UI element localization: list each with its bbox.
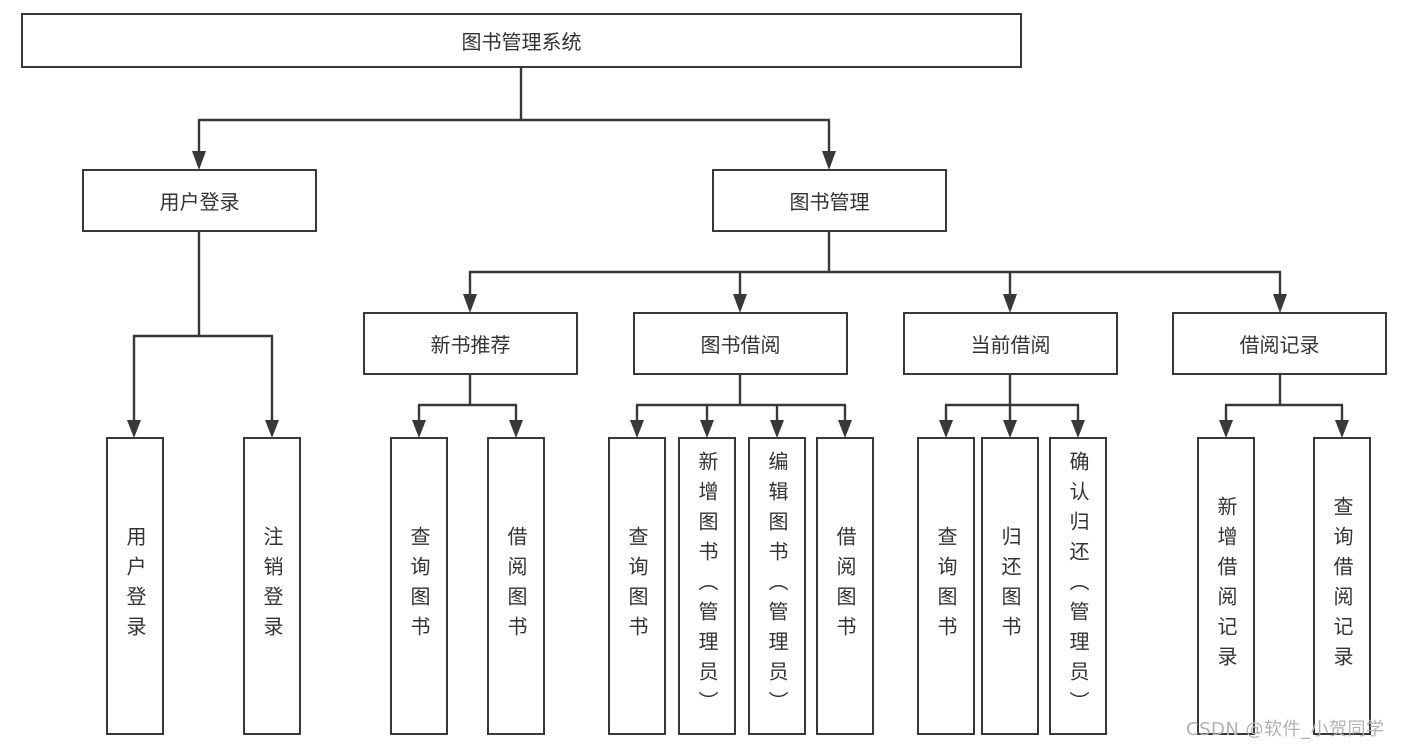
leaf-logout: 注销登录 <box>243 437 301 735</box>
leaf-query-books-current: 查询图书 <box>917 437 975 735</box>
connector-current-borrow-children <box>939 375 1085 438</box>
leaf-query-books-borrow-label: 查询图书 <box>625 526 649 646</box>
node-current-borrow: 当前借阅 <box>903 312 1118 375</box>
node-library-system: 图书管理系统 <box>21 13 1022 68</box>
leaf-edit-book-admin-label: 编辑图书（管理员） <box>765 451 789 721</box>
leaf-borrow-books-label: 借阅图书 <box>833 526 857 646</box>
leaf-confirm-return-admin: 确认归还（管理员） <box>1049 437 1107 735</box>
watermark: CSDN @软件_小贺同学 <box>1186 719 1385 740</box>
leaf-add-book-admin: 新增图书（管理员） <box>678 437 736 735</box>
leaf-query-books-current-label: 查询图书 <box>934 526 958 646</box>
connector-borrow-records-children <box>1219 375 1349 438</box>
connector-user-login-children <box>127 232 279 438</box>
leaf-query-books-borrow: 查询图书 <box>608 437 666 735</box>
node-book-borrow: 图书借阅 <box>633 312 848 375</box>
leaf-borrow-books: 借阅图书 <box>816 437 874 735</box>
node-user-login: 用户登录 <box>82 169 317 232</box>
leaf-query-books-recommend: 查询图书 <box>390 437 448 735</box>
leaf-borrow-books-recommend: 借阅图书 <box>487 437 545 735</box>
node-borrow-records: 借阅记录 <box>1172 312 1387 375</box>
leaf-add-borrow-record: 新增借阅记录 <box>1197 437 1255 735</box>
leaf-add-borrow-record-label: 新增借阅记录 <box>1214 496 1238 676</box>
leaf-return-book-label: 归还图书 <box>998 526 1022 646</box>
leaf-query-borrow-record: 查询借阅记录 <box>1313 437 1371 735</box>
leaf-add-book-admin-label: 新增图书（管理员） <box>695 451 719 721</box>
node-new-book-recommend: 新书推荐 <box>363 312 578 375</box>
leaf-edit-book-admin: 编辑图书（管理员） <box>748 437 806 735</box>
node-book-management: 图书管理 <box>712 169 947 232</box>
leaf-query-borrow-record-label: 查询借阅记录 <box>1330 496 1354 676</box>
connector-book-borrow-children <box>630 375 852 438</box>
connector-root-to-level2 <box>192 68 836 170</box>
connector-new-books-children <box>412 375 523 438</box>
leaf-query-books-recommend-label: 查询图书 <box>407 526 431 646</box>
leaf-logout-label: 注销登录 <box>260 526 284 646</box>
leaf-confirm-return-admin-label: 确认归还（管理员） <box>1066 451 1090 721</box>
leaf-return-book: 归还图书 <box>981 437 1039 735</box>
leaf-user-login: 用户登录 <box>106 437 164 735</box>
leaf-user-login-label: 用户登录 <box>123 526 147 646</box>
connector-book-mgmt-to-level3 <box>463 232 1287 313</box>
leaf-borrow-books-recommend-label: 借阅图书 <box>504 526 528 646</box>
